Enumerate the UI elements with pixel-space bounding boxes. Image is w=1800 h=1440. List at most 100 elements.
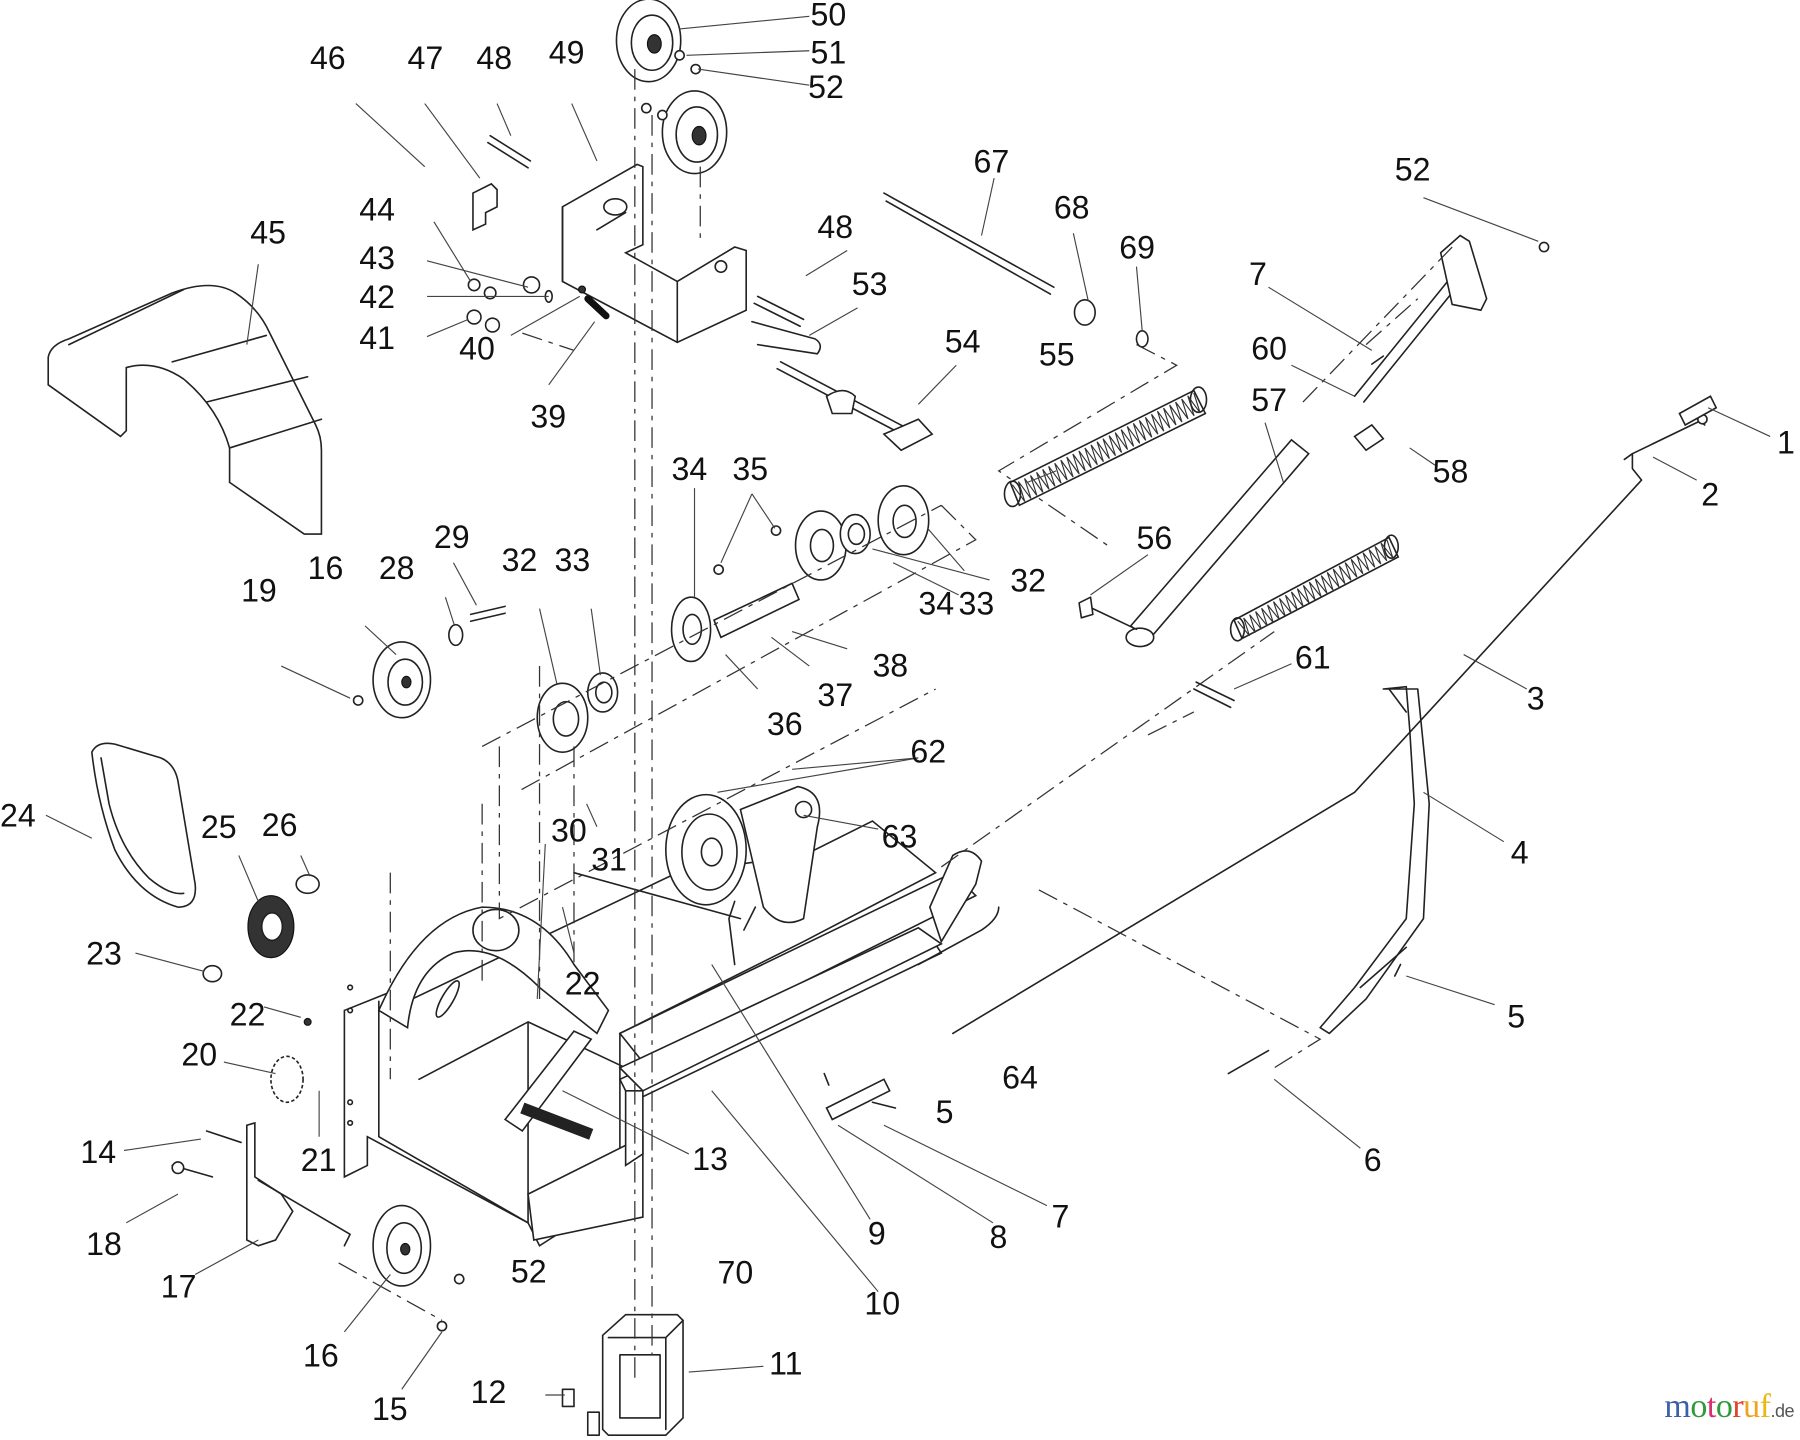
callout-54: 54	[945, 324, 981, 360]
callout-11: 11	[769, 1345, 802, 1381]
callout-24: 24	[0, 798, 36, 834]
parts	[47, 0, 1718, 1436]
sprocket-25	[247, 895, 295, 959]
callout-62: 62	[910, 733, 946, 769]
callout-22: 22	[230, 996, 266, 1032]
callout-39: 39	[530, 398, 566, 434]
shaft-36	[713, 582, 801, 639]
mount-plate-47	[472, 182, 498, 232]
bearing-33-left	[586, 672, 619, 713]
callout-26: 26	[262, 807, 298, 843]
callout-48: 48	[476, 40, 512, 76]
callout-7: 7	[1052, 1198, 1070, 1234]
callout-43: 43	[359, 240, 395, 276]
callout-37: 37	[817, 677, 853, 713]
callout-35: 35	[732, 451, 768, 487]
drive-pulley-64	[665, 793, 747, 906]
callout-61: 61	[1295, 639, 1331, 675]
flange-34-left	[670, 596, 712, 663]
bearing-flange-32-right	[877, 485, 930, 556]
callout-7-upper: 7	[1249, 256, 1267, 292]
callout-13: 13	[692, 1141, 728, 1177]
watermark-letter: o	[1690, 1388, 1707, 1425]
control-rod-60	[1353, 274, 1462, 403]
callout-56: 56	[1136, 520, 1172, 556]
callout-70: 70	[717, 1255, 753, 1291]
bushing-26	[295, 874, 320, 895]
bolt-12	[561, 1388, 601, 1436]
nut-23	[202, 964, 223, 983]
callout-9: 9	[868, 1216, 886, 1252]
pin-48	[487, 134, 532, 169]
callout-45: 45	[250, 215, 286, 251]
watermark-letter: u	[1743, 1388, 1760, 1425]
cotter-5	[1393, 963, 1402, 977]
callout-52-lower: 52	[511, 1254, 547, 1290]
callout-21: 21	[301, 1142, 337, 1178]
callout-34-left: 34	[672, 451, 708, 487]
mount-plate-63	[739, 785, 821, 924]
callout-14: 14	[80, 1134, 116, 1170]
pin-14	[205, 1130, 242, 1144]
lever-4	[1319, 685, 1431, 1035]
belt-cover-45	[47, 284, 323, 535]
callout-46: 46	[310, 40, 346, 76]
callout-42: 42	[359, 279, 395, 315]
shaft-67	[883, 192, 1055, 295]
watermark-letter: r	[1732, 1388, 1744, 1425]
callout-57: 57	[1251, 382, 1287, 418]
callout-34-right: 34	[918, 585, 954, 621]
callout-32-left: 32	[502, 542, 538, 578]
sprocket-20	[270, 1055, 304, 1104]
callout-32-right: 32	[1010, 562, 1046, 598]
callout-6: 6	[1364, 1142, 1382, 1178]
leader-lines	[45, 15, 1771, 1396]
callout-33-right: 33	[959, 585, 995, 621]
callout-30: 30	[551, 813, 587, 849]
spring-upper	[1229, 534, 1400, 642]
callout-36: 36	[767, 706, 803, 742]
callout-5: 5	[1507, 999, 1525, 1035]
callout-38: 38	[872, 647, 908, 683]
pin-48b	[753, 295, 805, 328]
rod-2	[952, 420, 1700, 1035]
callout-3: 3	[1527, 681, 1545, 717]
callout-69: 69	[1119, 230, 1155, 266]
spacer-28	[448, 623, 464, 647]
pin-6	[1227, 1049, 1270, 1075]
callout-50: 50	[810, 0, 846, 32]
callout-28: 28	[379, 550, 415, 586]
callout-47: 47	[408, 40, 444, 76]
callout-2: 2	[1701, 476, 1719, 512]
callout-58: 58	[1433, 453, 1469, 489]
idler-bracket-49	[561, 163, 747, 344]
callout-55: 55	[1039, 336, 1075, 372]
idler-pulley	[661, 90, 728, 175]
callout-51: 51	[810, 34, 846, 70]
flange-34-right	[794, 510, 847, 581]
callout-19: 19	[241, 573, 277, 609]
callout-52: 52	[808, 69, 844, 105]
mount-block-11	[601, 1313, 684, 1436]
watermark-letter: o	[1715, 1388, 1733, 1425]
callout-29: 29	[434, 519, 470, 555]
callout-67: 67	[973, 143, 1009, 179]
pin-8	[825, 1078, 891, 1121]
drive-belt-24	[91, 742, 197, 908]
clip-56	[1078, 596, 1094, 619]
callout-17: 17	[161, 1268, 197, 1304]
callout-53: 53	[852, 266, 888, 302]
idler-pulley-50	[615, 0, 682, 83]
callout-16-upper: 16	[308, 550, 344, 586]
callout-49: 49	[549, 34, 585, 70]
callout-68: 68	[1054, 189, 1090, 225]
callout-22-right: 22	[565, 965, 601, 1001]
watermark-letter: t	[1706, 1388, 1716, 1425]
watermark-letter: m	[1664, 1388, 1691, 1425]
callout-12: 12	[471, 1374, 507, 1410]
callout-1: 1	[1777, 425, 1795, 461]
bearing-flange-32-left	[536, 682, 589, 753]
callout-5-center: 5	[936, 1094, 954, 1130]
pin-61	[1193, 681, 1235, 709]
